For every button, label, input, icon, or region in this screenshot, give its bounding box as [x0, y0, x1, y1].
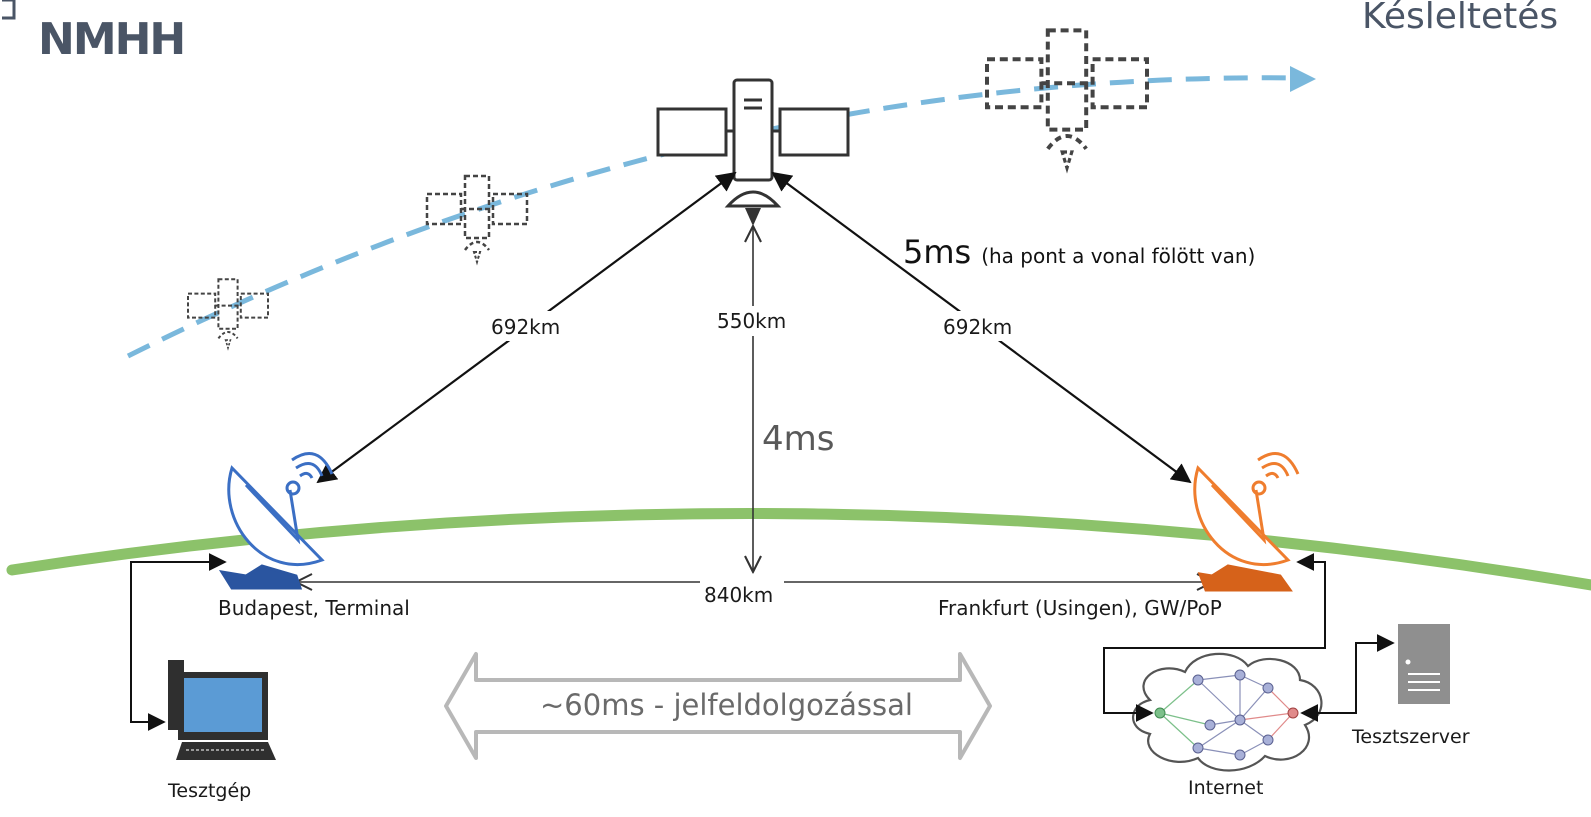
terminal-label: Budapest, Terminal	[218, 596, 410, 620]
dist-right-label: 692km	[943, 315, 1012, 339]
link-gateway-internet	[1103, 553, 1326, 722]
gateway-dish-icon	[1193, 452, 1300, 592]
test-server-label: Tesztszerver	[1351, 726, 1470, 748]
delay-slant-label: 5ms(ha pont a vonal fölött van)	[903, 233, 1255, 271]
terminal-dish-icon	[218, 452, 334, 590]
satellite-ghost-3	[987, 30, 1147, 168]
logo-text: NMHH	[38, 14, 184, 65]
internet-cloud-icon	[1132, 652, 1323, 772]
gateway-label: Frankfurt (Usingen), GW/PoP	[938, 596, 1222, 620]
satellite-icon	[656, 78, 850, 226]
dist-ground-label: 840km	[704, 583, 773, 607]
test-pc-label: Tesztgép	[167, 780, 251, 802]
link-terminal-pc	[130, 553, 227, 731]
total-delay-arrow	[444, 652, 992, 760]
dist-left-label: 692km	[491, 315, 560, 339]
orbit-direction-arrow	[1290, 66, 1316, 92]
logo-mark	[2, 0, 16, 20]
total-delay-label: ~60ms - jelfeldolgozással	[540, 688, 913, 722]
dist-center-label: 550km	[717, 309, 786, 333]
link-internet-server	[1300, 634, 1395, 722]
satellite-ghost-2	[425, 174, 529, 264]
page-title: Késleltetés	[1362, 0, 1558, 37]
internet-label: Internet	[1188, 777, 1263, 799]
test-server-icon	[1398, 624, 1450, 704]
test-pc-icon	[168, 660, 276, 760]
satellite-ghost-1	[186, 278, 270, 350]
logo: NMHH	[2, 0, 186, 65]
delay-up-label: 4ms	[762, 419, 834, 459]
